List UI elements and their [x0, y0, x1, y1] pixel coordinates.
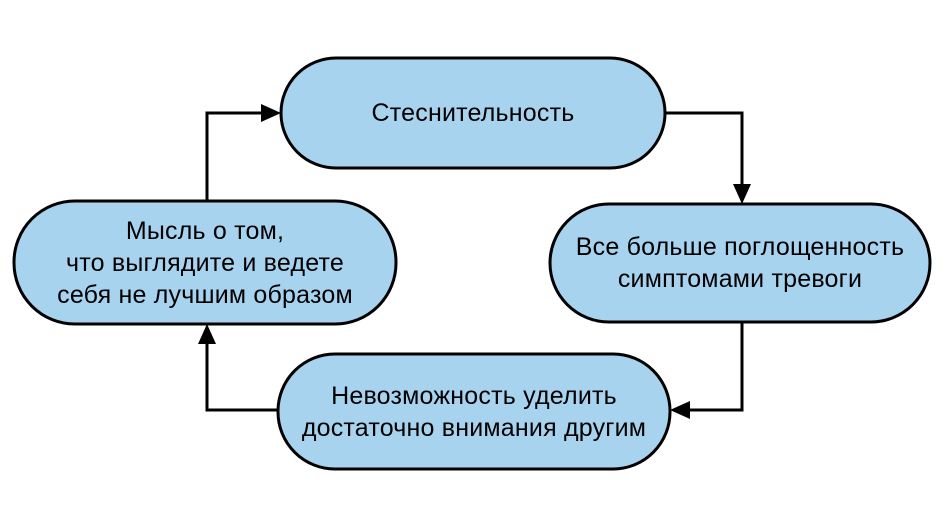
node-absorption-shape — [548, 202, 932, 324]
arrow-line — [205, 343, 279, 412]
arrow-thought-to-shyness — [205, 104, 281, 202]
arrow-inattention-to-thought — [198, 324, 279, 412]
node-shyness-shape — [279, 56, 667, 170]
arrow-absorption-to-inattention — [670, 321, 744, 419]
node-label-line: что выглядите и ведете — [66, 248, 344, 277]
node-thought-label: Мысль о том, что выглядите и ведете себя… — [14, 201, 396, 324]
node-label-line: симптомами тревоги — [617, 265, 863, 293]
node-label-line: достаточно внимания другим — [301, 413, 647, 442]
arrow-shyness-to-absorption — [663, 111, 751, 204]
arrowhead-left-icon — [670, 401, 690, 419]
arrow-line — [205, 111, 263, 202]
arrowhead-down-icon — [733, 184, 751, 204]
node-label-line: Невозможность уделить — [331, 381, 617, 410]
node-absorption-label: Все больше поглощенность симптомами трев… — [550, 204, 930, 322]
arrowhead-up-icon — [198, 324, 216, 344]
node-label-line: Стеснительность — [371, 99, 575, 127]
node-inattention-shape — [276, 352, 672, 471]
arrowhead-right-icon — [261, 104, 281, 122]
node-label-line: себя не лучшим образом — [57, 280, 353, 309]
node-label-line: Все больше поглощенность — [575, 233, 905, 261]
node-thought-shape — [12, 199, 398, 326]
arrow-line — [690, 321, 744, 412]
node-inattention-label: Невозможность уделить достаточно внимани… — [278, 354, 670, 469]
node-shyness-label: Стеснительность — [281, 58, 665, 168]
node-label-line: Мысль о том, — [125, 216, 285, 245]
arrow-line — [663, 111, 744, 186]
